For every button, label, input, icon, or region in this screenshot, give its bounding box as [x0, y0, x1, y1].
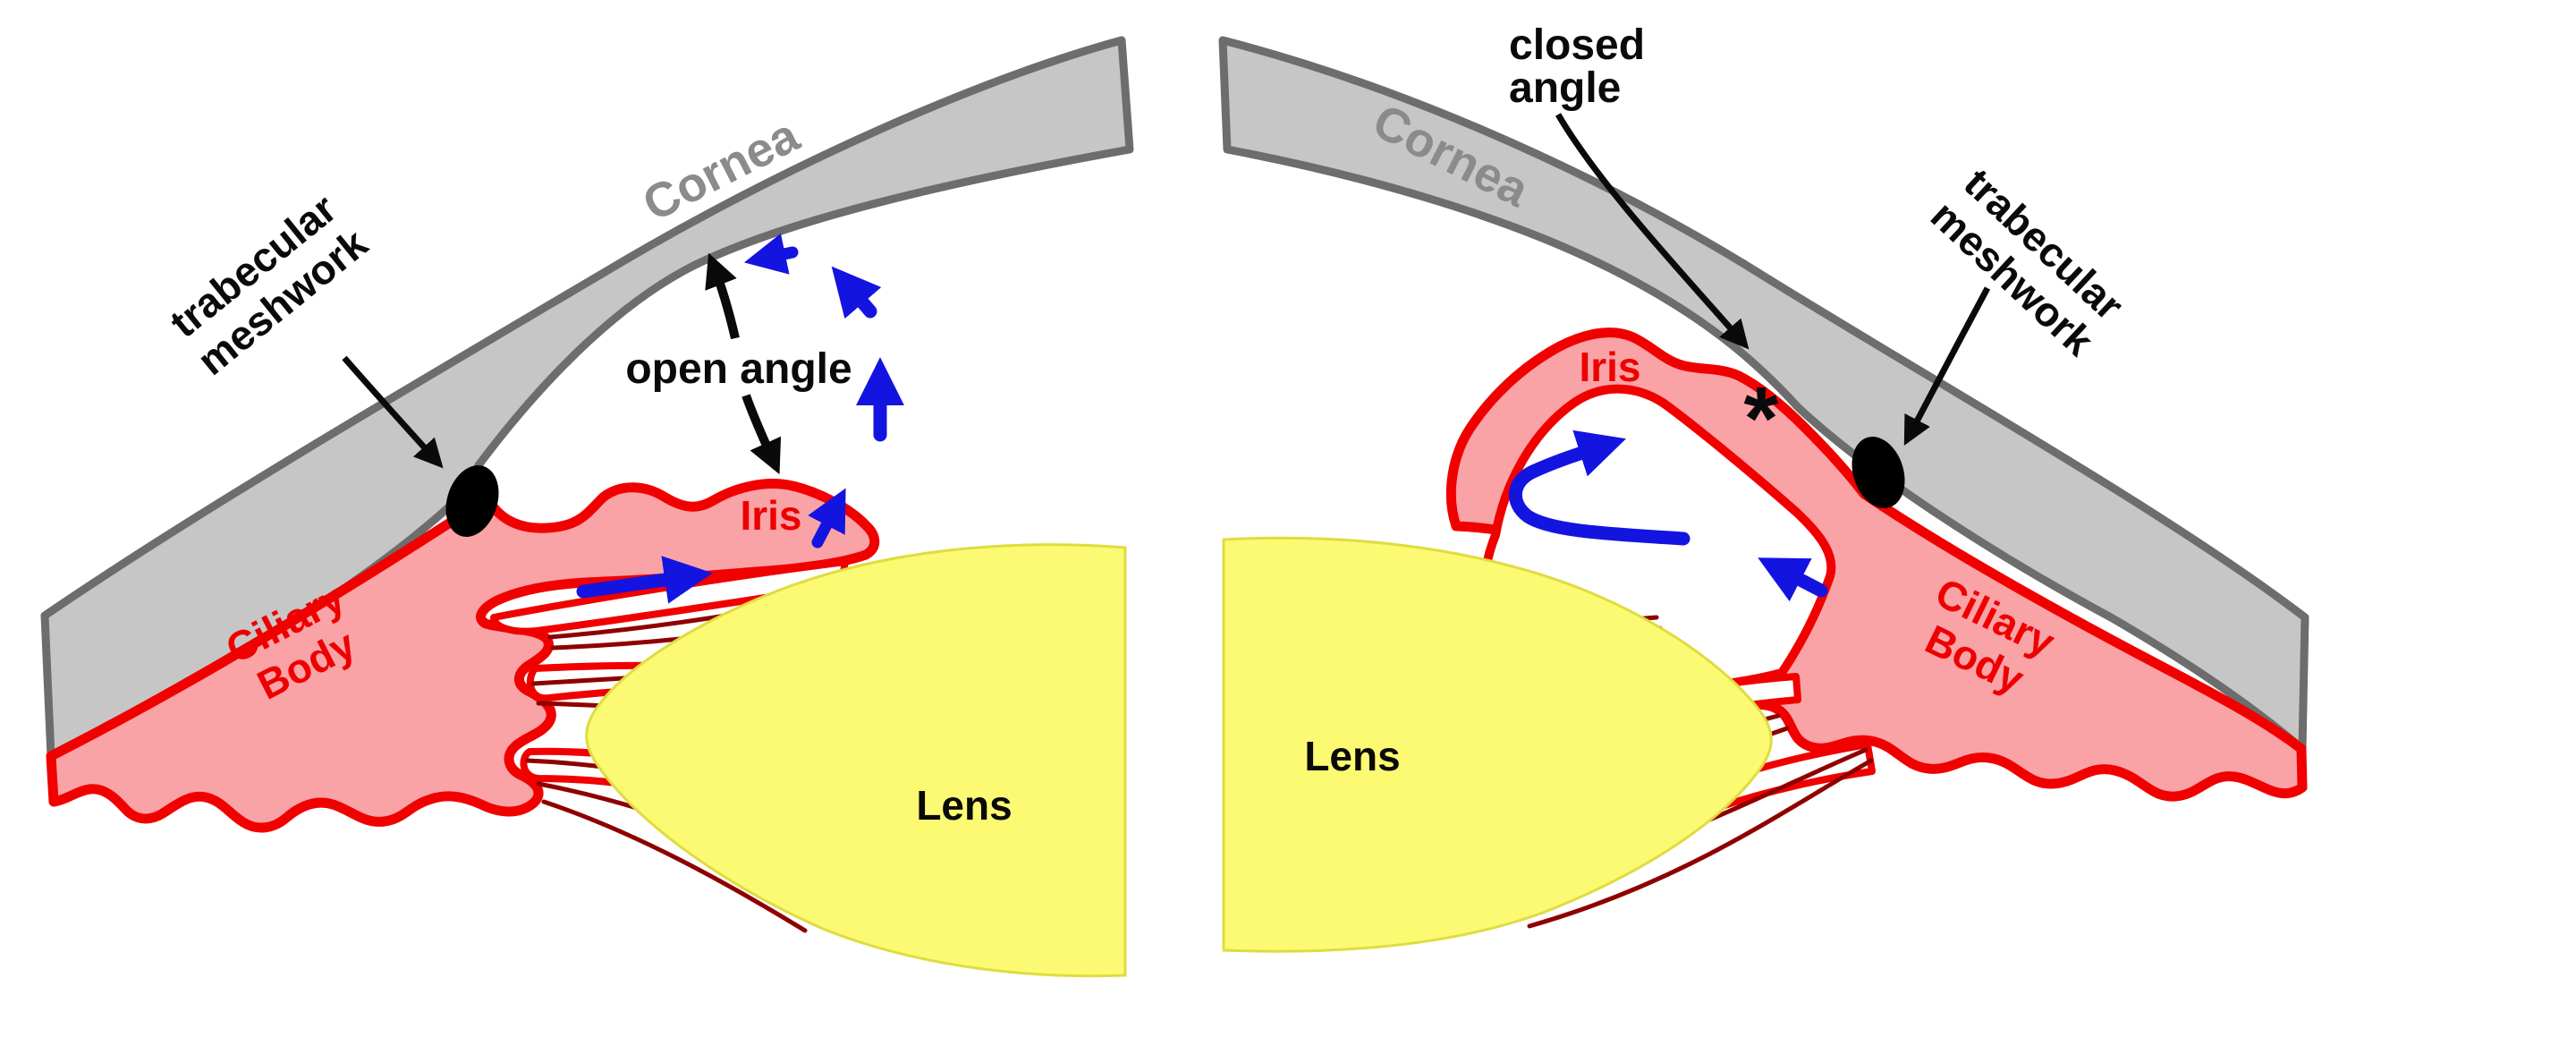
right-iris-label: Iris: [1579, 344, 1640, 390]
open-angle-label: open angle: [625, 345, 852, 393]
right-trabecular-pointer-arrow: [1903, 286, 1991, 446]
closed-angle-pointer-arrow: [1555, 113, 1750, 350]
left-trabecular-meshwork-dot: [445, 465, 499, 537]
left-trabecular-meshwork-label: trabecular meshwork: [161, 185, 377, 384]
right-lens-shape: [1222, 536, 1773, 953]
open-angle-arrow-to-iris: [741, 394, 782, 475]
open-angle-arrow-to-cornea: [705, 252, 740, 340]
right-aqueous-flow-arrows: [1508, 429, 1828, 602]
flow-arrow-left-to-meshwork: [743, 233, 799, 275]
flow-arrow-under-iris: [576, 556, 713, 604]
svg-text:angle: angle: [1509, 64, 1621, 112]
left-cornea-sclera-shape: [40, 36, 1134, 761]
flow-arrow-toward-angle: [1758, 557, 1828, 602]
svg-text:closed: closed: [1509, 21, 1645, 69]
left-iris-label: Iris: [740, 492, 801, 539]
right-trabecular-meshwork-dot: [1852, 437, 1905, 508]
left-aqueous-flow-arrows: [576, 233, 904, 604]
flow-arrow-past-iris-tip: [808, 488, 846, 549]
right-trabecular-meshwork-label: trabecular meshwork: [1922, 159, 2133, 365]
closed-angle-label: closed angle: [1509, 21, 1645, 112]
iris-cornea-contact-asterisk: *: [1744, 369, 1779, 469]
right-cornea-sclera-shape: [1218, 36, 2309, 753]
right-lens-label: Lens: [1304, 733, 1400, 779]
left-trabecular-pointer-arrow: [342, 355, 444, 469]
flow-arrow-uturn-blocked: [1508, 429, 1690, 546]
flow-arrow-up-left: [831, 266, 882, 319]
left-lens-label: Lens: [916, 782, 1012, 829]
left-lens-shape: [585, 543, 1127, 978]
